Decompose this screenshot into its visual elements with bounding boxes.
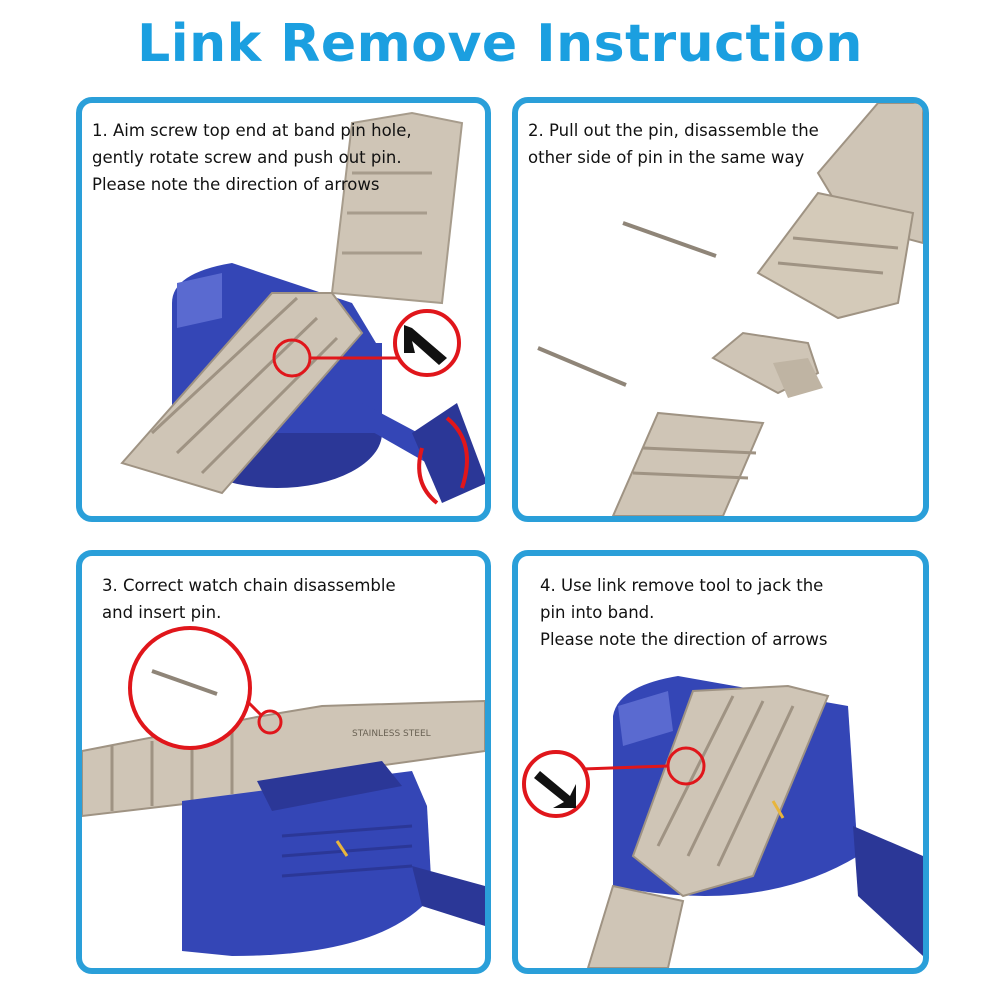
step-4-illustration — [522, 676, 923, 968]
page-title: Link Remove Instruction — [137, 14, 863, 74]
step-1-illustration — [120, 111, 485, 505]
step-1-panel: 1. Aim screw top end at band pin hole, g… — [76, 97, 491, 522]
step-2-panel: 2. Pull out the pin, disassemble the oth… — [512, 97, 929, 522]
step-2-text: 2. Pull out the pin, disassemble the oth… — [528, 121, 819, 167]
band-marking: STAINLESS STEEL — [352, 729, 431, 739]
step-2-illustration — [537, 103, 923, 516]
step-3-panel: STAINLESS STEEL 3. Correct watch chain d… — [76, 550, 491, 974]
magnifier-circle-icon — [128, 626, 252, 750]
step-4-text: 4. Use link remove tool to jack the pin … — [540, 576, 828, 649]
rotate-arrows-icon — [445, 416, 469, 489]
step-3-illustration: STAINLESS STEEL — [82, 626, 485, 956]
push-arrow-icon — [534, 771, 576, 808]
step-4-panel: 4. Use link remove tool to jack the pin … — [512, 550, 929, 974]
step-3-text: 3. Correct watch chain disassemble and i… — [102, 576, 396, 622]
push-arrow-icon — [404, 325, 447, 365]
step-1-text: 1. Aim screw top end at band pin hole, g… — [92, 121, 412, 194]
